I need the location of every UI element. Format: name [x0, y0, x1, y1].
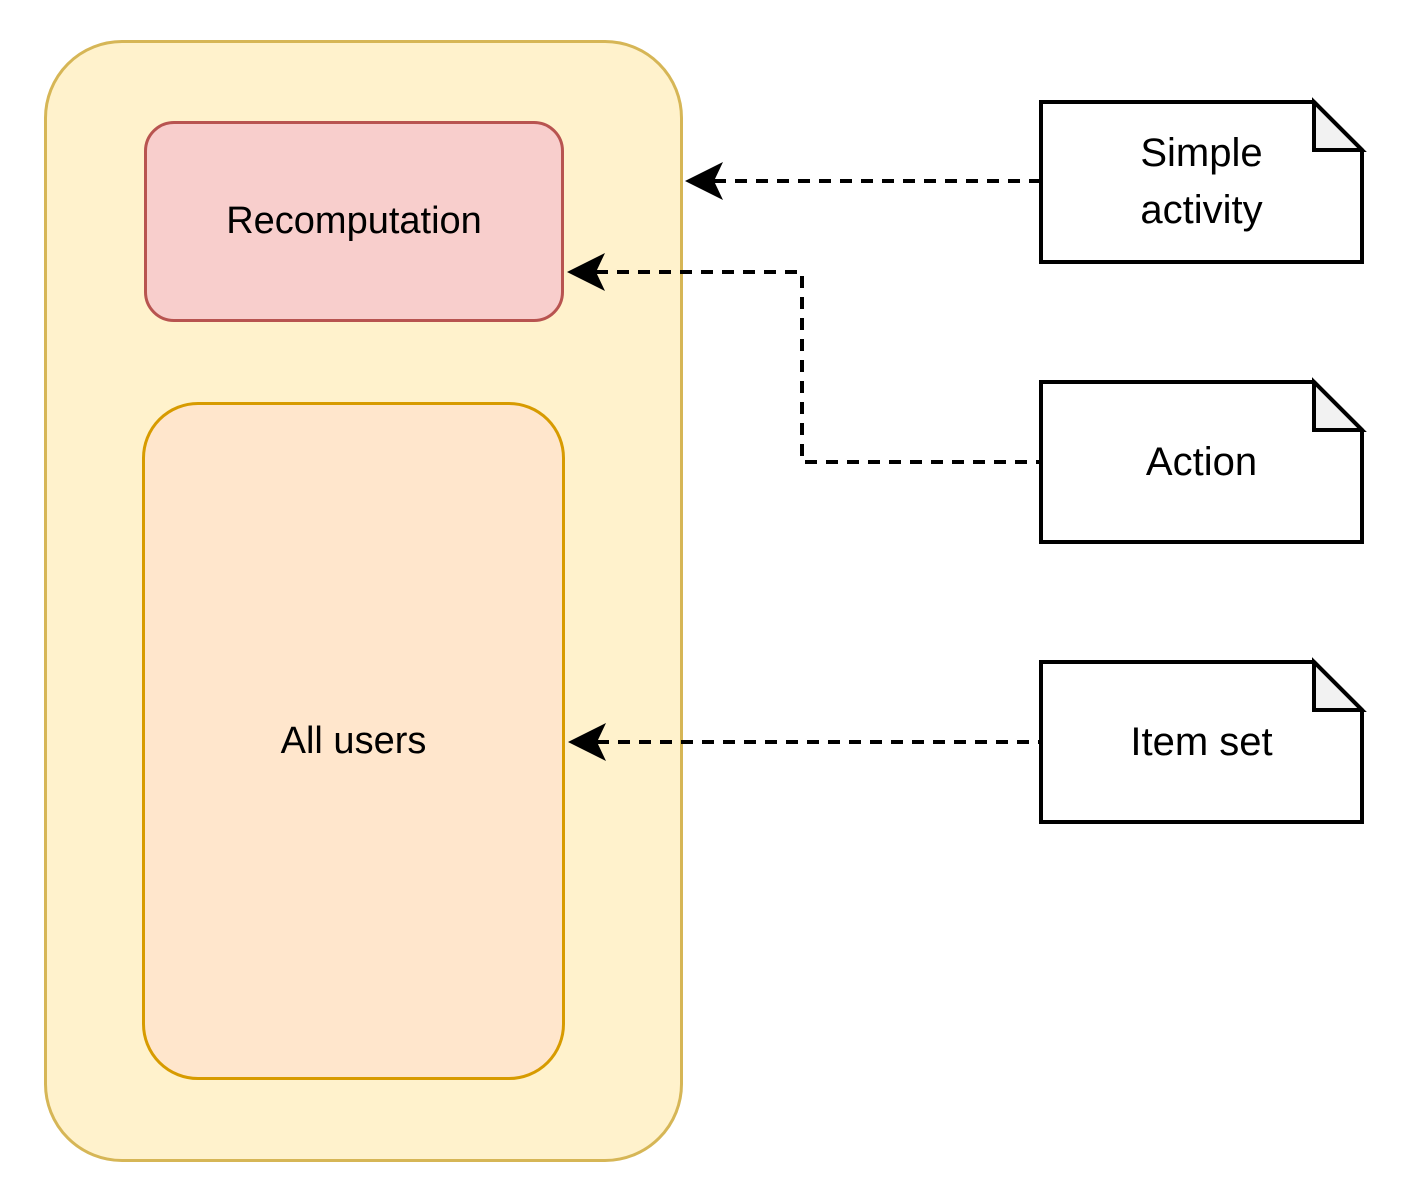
note-simple-activity: Simple activity [1041, 102, 1362, 262]
note-item-set: Item set [1041, 662, 1362, 822]
note-action: Action [1041, 382, 1362, 542]
arrowhead-icon [685, 162, 723, 200]
note-action-label: Action [1145, 439, 1258, 484]
connector-simple-activity-to-container [685, 162, 1041, 200]
node-all-users: All users [142, 402, 565, 1080]
note-simple-activity-label: Simple activity [1140, 131, 1263, 232]
node-recomputation: Recomputation [144, 121, 564, 322]
note-item-set-label: Item set [1130, 719, 1273, 764]
node-recomputation-label: Recomputation [226, 200, 482, 242]
node-all-users-label: All users [280, 719, 427, 762]
